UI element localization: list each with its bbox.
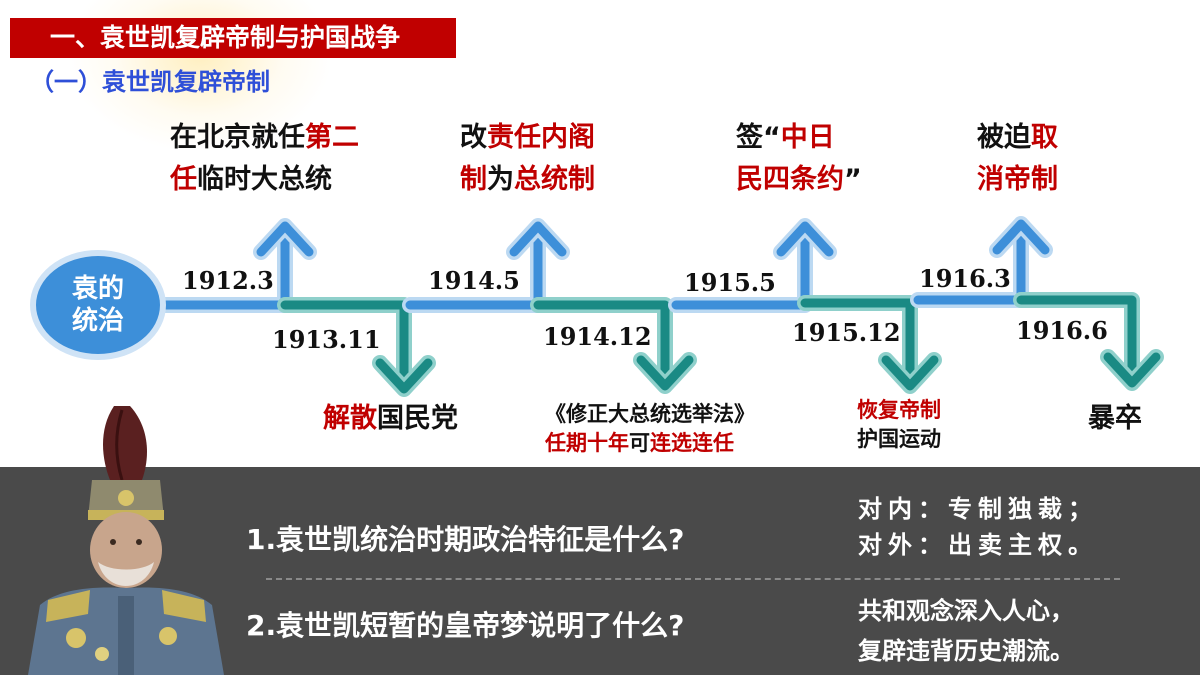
- event-line: 《修正大总统选举法》: [545, 400, 755, 429]
- answer-1-line-1: 对内：专制独裁；: [858, 495, 1098, 523]
- arrow-1916-6: [1013, 292, 1164, 391]
- section-title: 一、袁世凯复辟帝制与护国战争: [10, 18, 456, 58]
- event-line: 解散国民党: [323, 398, 458, 440]
- event-highlight-text: 解散: [323, 403, 377, 434]
- event-highlight-text: 民四条约: [736, 164, 844, 195]
- event-text: 在北京就任: [170, 122, 305, 153]
- event-1916-6: 暴卒: [1088, 398, 1142, 440]
- event-highlight-text: 责任内阁: [487, 122, 595, 153]
- event-line: 制为总统制: [460, 159, 595, 201]
- event-line: 恢复帝制: [857, 396, 941, 425]
- event-text: 签“: [736, 122, 781, 153]
- event-1912-3: 在北京就任第二任临时大总统: [170, 117, 359, 201]
- question-2: 2.袁世凯短暂的皇帝梦说明了什么?: [246, 609, 685, 642]
- event-text: 可: [629, 431, 650, 455]
- event-text: 暴卒: [1088, 403, 1142, 434]
- event-1914-5: 改责任内阁制为总统制: [460, 117, 595, 201]
- date-1915-12: 1915.12: [792, 318, 901, 347]
- timeline-center-circle: 袁的统治: [30, 250, 166, 360]
- event-line: 被迫取: [977, 117, 1058, 159]
- answer-2-line-2: 复辟违背历史潮流。: [858, 637, 1074, 665]
- date-1914-12: 1914.12: [543, 322, 652, 351]
- event-line: 护国运动: [857, 425, 941, 454]
- event-line: 暴卒: [1088, 398, 1142, 440]
- event-1914-12: 《修正大总统选举法》任期十年可连选连任: [545, 400, 755, 458]
- event-line: 签“中日: [736, 117, 862, 159]
- event-highlight-text: 恢复帝制: [857, 398, 941, 422]
- event-line: 任临时大总统: [170, 159, 359, 201]
- event-text: ”: [844, 164, 862, 195]
- date-1913-11: 1913.11: [272, 325, 381, 354]
- event-highlight-text: 总统制: [514, 164, 595, 195]
- answer-2-line-1: 共和观念深入人心，: [858, 597, 1074, 625]
- event-highlight-text: 第二: [305, 122, 359, 153]
- event-line: 民四条约”: [736, 159, 862, 201]
- event-text: 临时大总统: [197, 164, 332, 195]
- event-highlight-text: 任: [170, 164, 197, 195]
- event-line: 改责任内阁: [460, 117, 595, 159]
- event-text: 被迫: [977, 122, 1031, 153]
- event-line: 在北京就任第二: [170, 117, 359, 159]
- event-text: 《修正大总统选举法》: [545, 402, 755, 426]
- timeline-arrows: [152, 216, 1164, 397]
- arrow-1915-12: [797, 295, 942, 394]
- event-1916-3: 被迫取消帝制: [977, 117, 1058, 201]
- event-line: 消帝制: [977, 159, 1058, 201]
- date-1915-5: 1915.5: [684, 268, 776, 297]
- date-1912-3: 1912.3: [182, 266, 274, 295]
- date-1916-3: 1916.3: [919, 264, 1011, 293]
- event-highlight-text: 连选连任: [650, 431, 734, 455]
- event-text: 改: [460, 122, 487, 153]
- event-line: 任期十年可连选连任: [545, 429, 755, 458]
- event-highlight-text: 中日: [780, 122, 835, 153]
- event-highlight-text: 任期十年: [545, 431, 629, 455]
- question-1: 1.袁世凯统治时期政治特征是什么?: [246, 523, 685, 556]
- event-text: 为: [487, 164, 514, 195]
- event-highlight-text: 消帝制: [977, 164, 1058, 195]
- event-1915-12: 恢复帝制护国运动: [857, 396, 941, 454]
- event-1913-11: 解散国民党: [323, 398, 458, 440]
- event-text: 护国运动: [857, 427, 941, 451]
- date-1916-6: 1916.6: [1016, 316, 1108, 345]
- subsection-title: （一）袁世凯复辟帝制: [30, 68, 270, 96]
- event-text: 国民党: [377, 403, 458, 434]
- date-1914-5: 1914.5: [428, 266, 520, 295]
- question-divider: [266, 578, 1120, 580]
- answer-1-line-2: 对外：出卖主权。: [858, 531, 1098, 559]
- event-highlight-text: 制: [460, 164, 487, 195]
- event-highlight-text: 取: [1031, 122, 1058, 153]
- arrow-1914-12: [530, 297, 697, 394]
- portrait-image: [28, 406, 224, 675]
- center-label: 袁的统治: [71, 273, 124, 337]
- event-1915-5: 签“中日民四条约”: [736, 117, 862, 201]
